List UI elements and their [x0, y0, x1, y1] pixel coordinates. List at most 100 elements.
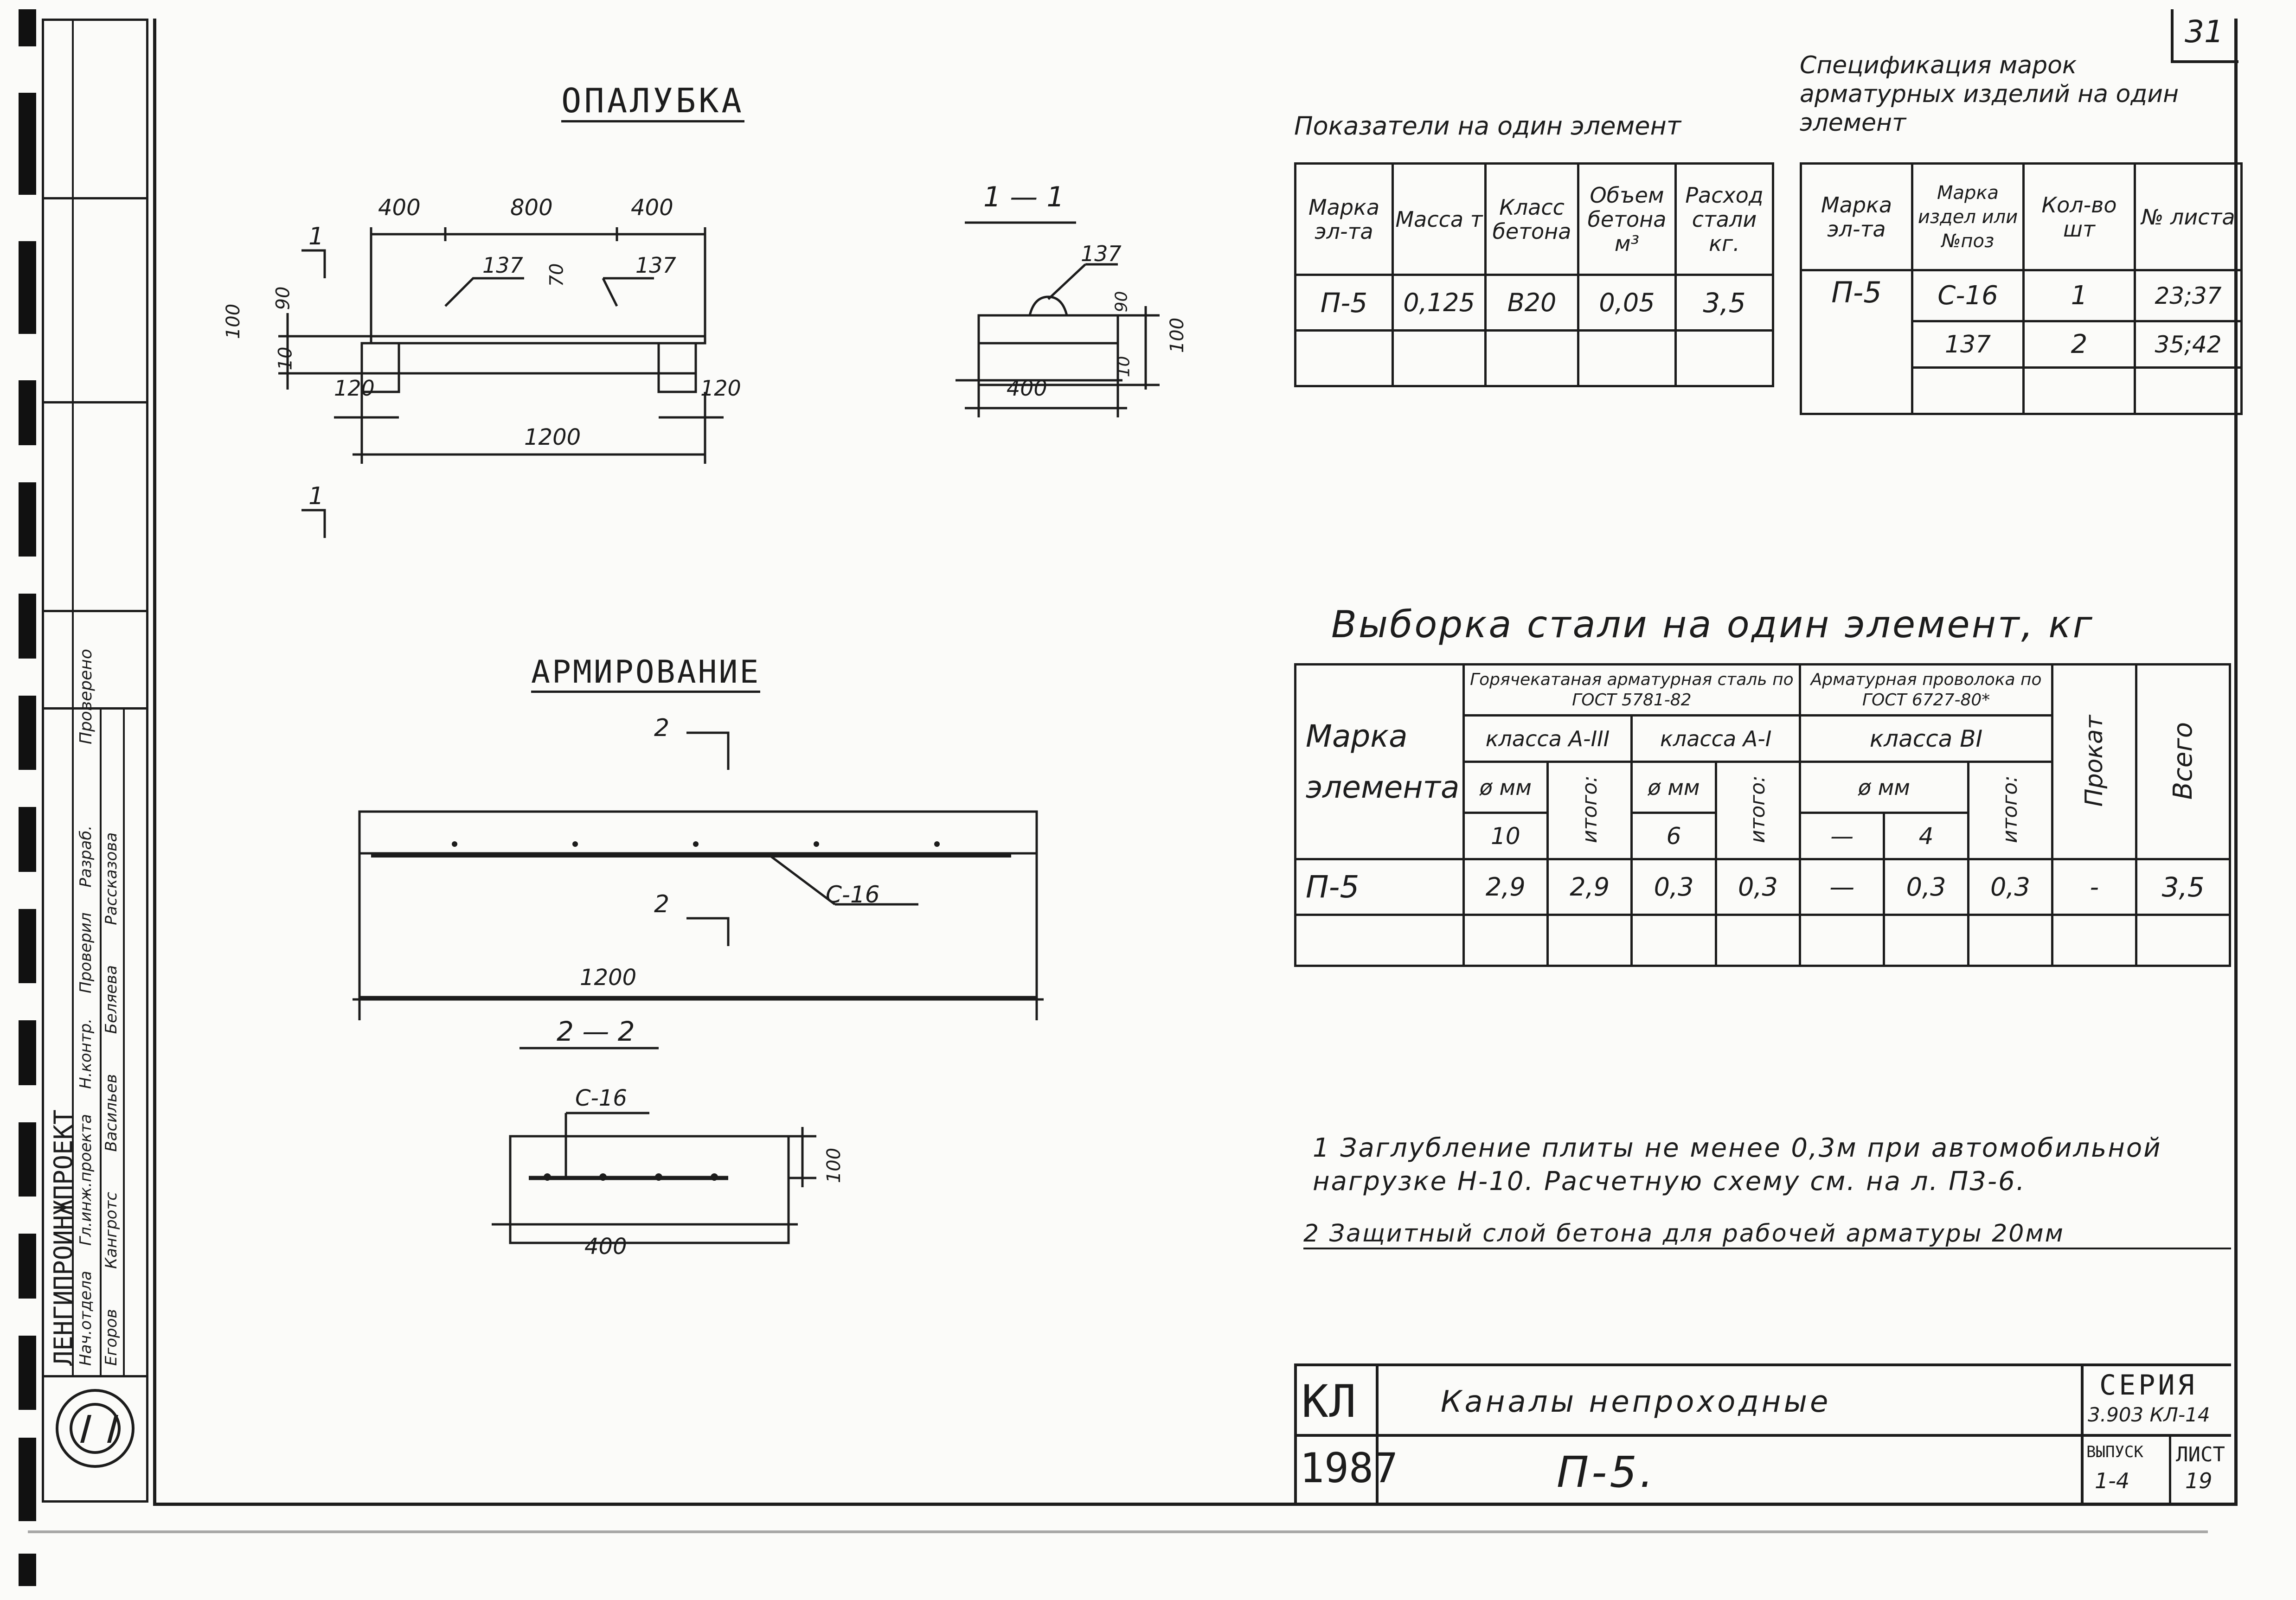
section-2-2-dim-100: 100: [823, 1147, 845, 1184]
steel-row-v2: 2,9: [1546, 858, 1633, 916]
section-2-2-callout: С-16: [575, 1085, 627, 1111]
spec-table: Марка эл-та Марка издел или №поз Кол-во …: [1800, 162, 2243, 415]
sheet-number: 31: [2185, 14, 2224, 50]
steel-caption: Выборка стали на один элемент, кг: [1331, 603, 2094, 646]
spec-h-sheet: № листа: [2134, 162, 2243, 271]
spec-caption: Спецификация марок арматурных изделий на…: [1800, 51, 2179, 137]
steel-h-a1: класса А-I: [1630, 714, 1802, 763]
note-2: 2 Защитный слой бетона для рабочей армат…: [1303, 1220, 2231, 1249]
section-1-1-dim-100: 100: [1167, 317, 1188, 353]
indicators-h-class: Класс бетона: [1484, 162, 1579, 276]
section-1-1-dim-400: 400: [1007, 376, 1047, 401]
indicators-h-mark: Марка эл-та: [1294, 162, 1394, 276]
spec-h-qty: Кол-во шт: [2022, 162, 2136, 271]
name-4: Беляева: [102, 965, 121, 1034]
steel-h-prokat: Прокат: [2051, 663, 2138, 860]
role-3: Н.контр.: [77, 1018, 95, 1089]
binding-marks: [19, 9, 42, 1586]
steel-h-vsego: Всего: [2135, 663, 2231, 860]
formwork-dim-400-left: 400: [378, 195, 421, 221]
spec-mark: П-5: [1800, 269, 1913, 415]
role-2: Гл.инж.проекта: [77, 1114, 95, 1246]
title-code: КЛ: [1302, 1376, 1357, 1427]
spec-h-item: Марка издел или №поз: [1911, 162, 2025, 271]
series-label: СЕРИЯ: [2099, 1369, 2197, 1402]
section-2-2-title: 2 — 2: [557, 1016, 635, 1047]
title-year: 1987: [1300, 1444, 1398, 1492]
sheet-frame: [153, 19, 2238, 1506]
section-1-1-title: 1 — 1: [983, 181, 1065, 213]
stamp-checked: Проверено: [77, 649, 96, 744]
indicators-mark: П-5: [1294, 274, 1394, 332]
formwork-dim-400-right: 400: [631, 195, 673, 221]
steel-h-dia-a1: ø мм: [1630, 761, 1717, 814]
role-4: Проверил: [77, 912, 95, 993]
formwork-dim-10: 10: [275, 346, 296, 371]
spec-qty-1: 1: [2022, 269, 2136, 322]
reinforcement-title: АРМИРОВАНИЕ: [531, 654, 761, 693]
indicators-h-mass: Масса т: [1392, 162, 1487, 276]
indicators-class: В20: [1484, 274, 1579, 332]
stamp-org: ЛЕНГИПРОИНЖПРОЕКТ: [49, 1109, 78, 1366]
title-block: КЛ 1987 Каналы непроходные П-5. СЕРИЯ 3.…: [1294, 1363, 2231, 1505]
issue-value: 1-4: [2095, 1468, 2130, 1493]
steel-row-v9: 3,5: [2135, 858, 2231, 916]
title-name: Каналы непроходные: [1441, 1385, 1831, 1419]
reinforcement-section-mark-top: 2: [654, 714, 670, 742]
steel-h-itogo-a1: итого:: [1714, 761, 1802, 860]
sheet-value: 19: [2185, 1468, 2213, 1493]
name-1: Егоров: [102, 1309, 121, 1366]
formwork-dim-800: 800: [510, 195, 553, 221]
formwork-callout-right: 137: [635, 253, 676, 278]
steel-row-v6: 0,3: [1883, 858, 1969, 916]
steel-table: Марка элемента Горячекатаная арматурная …: [1294, 663, 2231, 967]
steel-h-a3: класса А-III: [1462, 714, 1633, 763]
stamp-role-list: Нач.отдела Гл.инж.проекта Н.контр. Прове…: [77, 826, 95, 1366]
section-1-1-callout: 137: [1081, 241, 1122, 266]
series-value: 3.903 КЛ-14: [2088, 1403, 2210, 1426]
role-1: Нач.отдела: [77, 1271, 95, 1366]
steel-row-mark: П-5: [1294, 858, 1465, 916]
formwork-section-mark-bottom: 1: [308, 482, 324, 510]
steel-h-itogo-b1: итого:: [1967, 761, 2054, 860]
steel-row-v3: 0,3: [1630, 858, 1717, 916]
steel-h-dia-a3: ø мм: [1462, 761, 1549, 814]
steel-dia-b1-b: 4: [1883, 812, 1969, 860]
role-5: Разраб.: [77, 825, 95, 888]
steel-dia-a3: 10: [1462, 812, 1549, 860]
issue-label: ВЫПУСК: [2086, 1443, 2143, 1461]
formwork-dim-90: 90: [272, 286, 294, 310]
steel-row-v8: -: [2051, 858, 2138, 916]
steel-dia-a1: 6: [1630, 812, 1717, 860]
name-2: Кангротс: [102, 1192, 121, 1269]
title-element: П-5.: [1557, 1447, 1656, 1497]
section-1-1-dim-90: 90: [1112, 291, 1131, 313]
spec-item-2: 137: [1911, 320, 2025, 369]
spec-h-mark: Марка эл-та: [1800, 162, 1913, 271]
formwork-dim-120-left: 120: [334, 376, 375, 401]
formwork-dim-120-right: 120: [700, 376, 741, 401]
name-3: Васильев: [102, 1074, 121, 1152]
steel-h-hot: Горячекатаная арматурная сталь по ГОСТ 5…: [1462, 663, 1802, 717]
steel-h-mark: Марка элемента: [1294, 663, 1465, 860]
steel-row-v5: —: [1799, 858, 1886, 916]
stamp-name-list: Егоров Кангротс Васильев Беляева Рассказ…: [102, 832, 121, 1366]
spec-sheet-1: 23;37: [2134, 269, 2243, 322]
reinforcement-callout: С-16: [826, 881, 880, 908]
reinforcement-section-mark-mid: 2: [654, 890, 670, 918]
formwork-section-mark-top: 1: [308, 223, 324, 250]
indicators-mass: 0,125: [1392, 274, 1487, 332]
formwork-callout-left: 137: [482, 253, 523, 278]
indicators-table: Марка эл-та Масса т Класс бетона Объем б…: [1294, 162, 1774, 387]
indicators-volume: 0,05: [1577, 274, 1677, 332]
steel-h-wire: Арматурная проволока по ГОСТ 6727-80*: [1799, 663, 2054, 717]
spec-qty-2: 2: [2022, 320, 2136, 369]
spec-item-1: С-16: [1911, 269, 2025, 322]
sheet-number-box: [2171, 9, 2238, 63]
note-1: 1 Заглубление плиты не менее 0,3м при ав…: [1313, 1133, 2162, 1197]
steel-h-itogo-a3: итого:: [1546, 761, 1633, 860]
indicators-h-steel: Расход стали кг.: [1674, 162, 1774, 276]
formwork-dim-100: 100: [223, 303, 244, 339]
section-1-1-dim-10: 10: [1114, 356, 1134, 378]
reinforcement-body: [358, 810, 1038, 998]
